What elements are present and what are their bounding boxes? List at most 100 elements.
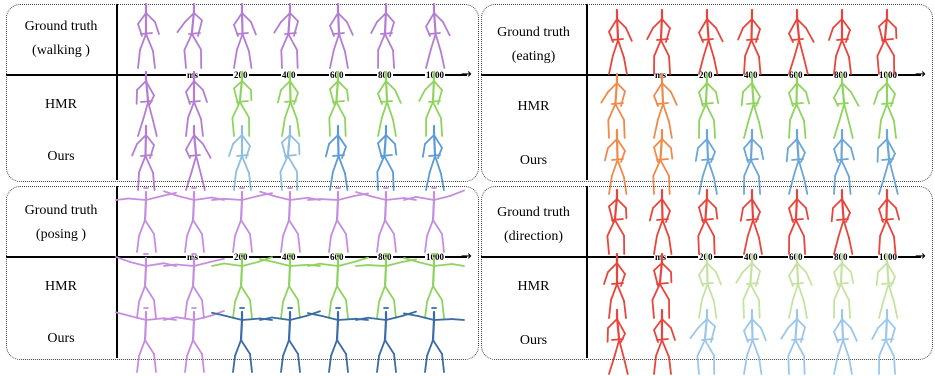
skeleton-bone <box>189 101 200 102</box>
skeleton-bone <box>289 286 298 300</box>
skeleton-bone <box>433 200 434 220</box>
skeleton-bone <box>281 50 282 68</box>
skeleton-bone <box>418 262 434 266</box>
skeleton-bone <box>843 340 849 358</box>
skeleton-bone <box>612 219 623 220</box>
skeleton-bone <box>385 220 394 234</box>
skeleton-bone <box>240 102 249 118</box>
skeleton-bone <box>653 199 662 208</box>
skeleton-bone <box>326 144 329 156</box>
action-label: (direction) <box>485 228 582 246</box>
skeleton-bone <box>882 159 893 160</box>
skeleton-bone <box>660 160 669 176</box>
skeleton-bone <box>894 356 895 374</box>
skeleton-bone <box>193 266 194 286</box>
skeleton-bone <box>744 319 752 331</box>
ours-pose <box>774 306 820 376</box>
skeleton-bone <box>381 155 392 156</box>
skeleton-bone <box>154 354 156 372</box>
skeleton-bone <box>189 155 200 156</box>
skeleton-bone <box>289 266 290 286</box>
hmr-row-label: HMR <box>485 98 582 116</box>
skeleton-bone <box>176 265 194 266</box>
skeleton-bone <box>882 339 893 340</box>
skeleton-bone <box>226 316 242 320</box>
ground-truth-pose <box>267 184 313 254</box>
skeleton-bone <box>752 319 761 328</box>
skeleton-bone <box>884 284 889 300</box>
skeleton-bone <box>711 152 715 162</box>
skeleton-bone <box>612 160 618 176</box>
skeleton-bone <box>137 81 146 90</box>
ours-pose <box>819 306 865 376</box>
skeleton-bone <box>839 220 844 236</box>
skeleton-bone <box>333 156 339 172</box>
skeleton-bone <box>660 284 669 300</box>
skeleton-bone <box>233 356 235 372</box>
ours-pose <box>171 304 217 374</box>
skeleton-bone <box>427 286 433 302</box>
skeleton-bone <box>797 199 806 208</box>
skeleton-bone <box>429 155 440 156</box>
skeleton-bone <box>612 159 623 160</box>
skeleton-bone <box>615 340 620 356</box>
skeleton-bone <box>347 22 353 35</box>
ground-truth-pose <box>363 184 409 254</box>
skeleton-bone <box>795 40 800 56</box>
skeleton-bone <box>242 135 250 146</box>
ground-truth-pose <box>363 0 409 70</box>
skeleton-bone <box>250 354 252 372</box>
skeleton-bone <box>881 104 887 120</box>
skeleton-bone <box>697 356 699 374</box>
skeleton-bone <box>756 212 760 222</box>
hmr-row-label: HMR <box>485 278 582 296</box>
skeleton-bone <box>789 19 797 34</box>
ours-row-label: Ours <box>10 148 112 166</box>
skeleton-bone <box>433 266 434 286</box>
skeleton-bone <box>806 92 809 104</box>
skeleton-bone <box>426 102 433 118</box>
ours-pose <box>411 304 457 374</box>
skeleton-bone <box>289 320 290 340</box>
skeleton-bone <box>433 320 434 340</box>
skeleton-bone <box>333 33 344 34</box>
ours-pose <box>123 304 169 374</box>
skeleton-bone <box>708 284 714 301</box>
skeleton-bone <box>186 135 194 150</box>
hmr-row-label: HMR <box>10 278 112 296</box>
skeleton-bone <box>333 101 344 102</box>
skeleton-bone <box>185 356 187 372</box>
skeleton-bone <box>425 356 427 372</box>
skeleton-bone <box>394 354 396 372</box>
skeleton-bone <box>150 145 154 158</box>
skeleton-bone <box>887 199 896 208</box>
skeleton-bone <box>707 319 715 326</box>
skeleton-bone <box>196 156 201 174</box>
skeleton-bone <box>368 265 386 266</box>
skeleton-bone <box>882 103 893 104</box>
skeleton-bone <box>193 286 202 300</box>
skeleton-bone <box>697 340 704 356</box>
skeleton-bone <box>887 83 895 94</box>
skeleton-bone <box>702 339 713 340</box>
skeleton-bone <box>434 264 452 266</box>
skeleton-bone <box>145 320 146 340</box>
skeleton-bone <box>385 200 386 220</box>
ours-row-label: Ours <box>485 152 582 170</box>
skeleton-bone <box>419 90 425 101</box>
skeleton-bone <box>891 277 895 286</box>
ground-truth-pose <box>774 6 820 76</box>
skeleton-bone <box>146 135 154 145</box>
skeleton-bone <box>798 284 804 302</box>
skeleton-bone <box>794 160 799 176</box>
skeleton-bone <box>704 40 709 56</box>
skeleton-bone <box>241 340 250 354</box>
skeleton-bone <box>604 272 608 284</box>
action-label: (walking ) <box>10 42 112 60</box>
skeleton-bone <box>741 208 743 221</box>
skeleton-bone <box>837 159 848 160</box>
skeleton-bone <box>851 272 853 283</box>
ours-row-label: Ours <box>485 332 582 350</box>
skeleton-bone <box>657 159 668 160</box>
skeleton-bone <box>294 93 298 104</box>
